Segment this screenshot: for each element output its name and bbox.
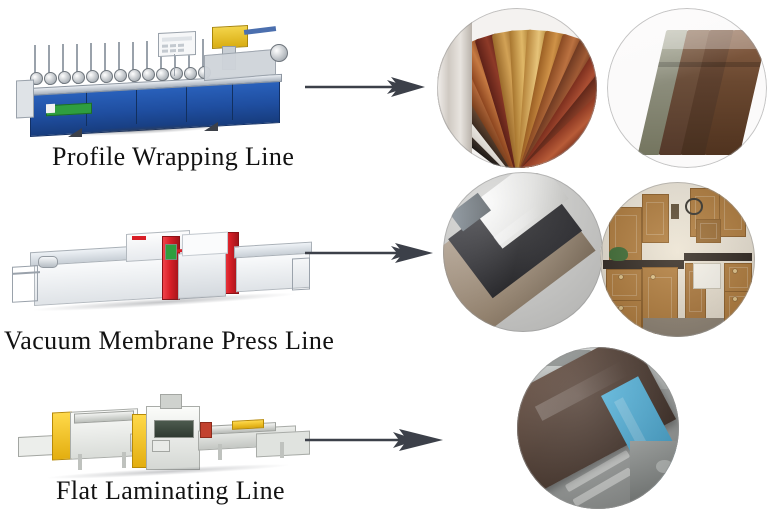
base-cabinet bbox=[606, 268, 643, 302]
upper-cabinet bbox=[641, 194, 669, 243]
yellow-unit bbox=[52, 411, 72, 461]
press-cabinet bbox=[146, 406, 200, 470]
flat-laminating-machine bbox=[18, 388, 310, 488]
arrow-profile-wrapping bbox=[305, 77, 425, 97]
press-mid-body bbox=[178, 250, 226, 300]
body-door-seam bbox=[186, 81, 187, 123]
machine-leg bbox=[218, 444, 222, 460]
machine-leg bbox=[78, 454, 82, 470]
head-unit-arm bbox=[243, 26, 277, 35]
film-roll bbox=[270, 44, 288, 62]
control-panel-stand bbox=[174, 54, 175, 76]
press-control bbox=[152, 440, 170, 452]
press-head-logo bbox=[132, 236, 146, 240]
machine-leg bbox=[68, 128, 82, 137]
outfeed-yellow-roller bbox=[232, 419, 264, 430]
label-flat-laminating-line: Flat Laminating Line bbox=[56, 476, 285, 505]
press-control-screen bbox=[165, 244, 177, 260]
upper-cabinet bbox=[719, 191, 747, 237]
profile-wrapping-machine bbox=[8, 18, 303, 143]
vacuum-membrane-press-machine bbox=[4, 200, 314, 320]
label-profile-wrapping-line: Profile Wrapping Line bbox=[52, 142, 295, 171]
infeed-frame bbox=[16, 79, 34, 119]
medallion-high-gloss-panels bbox=[443, 172, 603, 332]
body-door-seam bbox=[232, 79, 233, 121]
arrow-flat-laminating bbox=[305, 429, 443, 451]
press-back-panel bbox=[182, 231, 228, 257]
medallion-oak-kitchen-cabinets bbox=[600, 182, 755, 337]
label-vacuum-membrane-press-line: Vacuum Membrane Press Line bbox=[4, 326, 335, 355]
machine-leg bbox=[122, 452, 126, 468]
press-window bbox=[154, 420, 194, 438]
countertop bbox=[603, 259, 684, 269]
control-panel bbox=[158, 31, 196, 57]
medallion-laminated-board-on-conveyor bbox=[517, 347, 679, 509]
base-cabinet bbox=[724, 262, 753, 293]
medallion-wood-grain-profile-fan bbox=[437, 8, 597, 168]
base-cabinet bbox=[724, 290, 753, 327]
arrow-vacuum-membrane-press bbox=[305, 243, 433, 263]
machine-leg bbox=[280, 442, 284, 458]
countertop bbox=[683, 253, 752, 262]
upper-cabinet bbox=[696, 219, 722, 243]
outfeed-red-unit bbox=[200, 422, 212, 438]
press-roller-left bbox=[38, 256, 58, 268]
medallion-wood-grain-skirting-boards bbox=[607, 8, 767, 168]
base-cabinet bbox=[606, 299, 643, 336]
press-top-duct bbox=[160, 394, 182, 409]
nameplate-logo bbox=[46, 103, 55, 114]
infeed-rack bbox=[18, 435, 56, 457]
machine-leg bbox=[204, 122, 218, 131]
